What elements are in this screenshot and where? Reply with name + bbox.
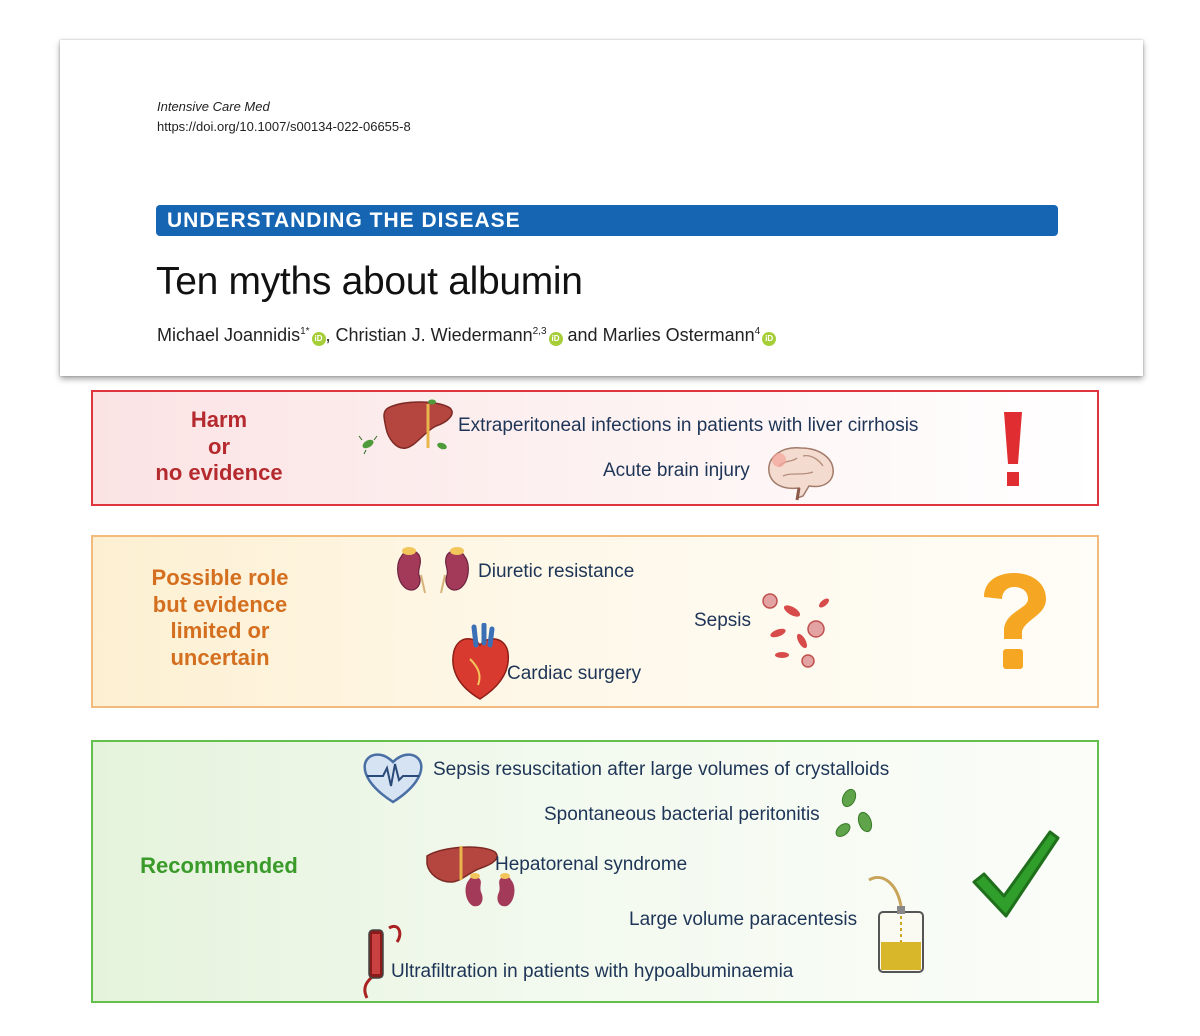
ultrafiltration-tube-icon: [363, 925, 402, 999]
article-title: Ten myths about albumin: [156, 260, 583, 303]
category-line: Recommended: [140, 853, 298, 878]
category-line: or: [208, 433, 230, 459]
author-affiliation: 1*: [300, 326, 310, 337]
category-line: Harm: [190, 407, 248, 432]
recommended-item: Large volume paracentesis: [629, 909, 858, 930]
doi-link[interactable]: https://doi.org/10.1007/s00134-022-06655…: [157, 119, 411, 134]
possible-item: Diuretic resistance: [478, 561, 635, 582]
recommended-item: Ultrafiltration in patients with hypoalb…: [391, 961, 794, 982]
author-separator: and: [562, 325, 603, 345]
author-name: Christian J. Wiedermann: [335, 325, 533, 345]
possible-item: Sepsis: [694, 610, 752, 631]
bacteria-icon: [835, 788, 873, 837]
author-separator: ,: [325, 325, 336, 345]
orcid-icon[interactable]: iD: [548, 332, 563, 346]
recommended-item: Spontaneous bacterial peritonitis: [544, 804, 820, 825]
category-line: no evidence: [155, 460, 283, 485]
possible-category-label: Possible role but evidence limited or un…: [125, 565, 315, 671]
author-affiliation: 2,3: [532, 326, 547, 337]
recommended-panel: Recommended Sepsis resuscitation after l…: [91, 740, 1099, 1003]
heart-ecg-icon: [363, 753, 423, 804]
recommended-item: Sepsis resuscitation after large volumes…: [433, 759, 890, 780]
liver-kidneys-icon: [426, 846, 515, 907]
possible-role-panel: Possible role but evidence limited or un…: [91, 535, 1099, 708]
paper-header-card: Intensive Care Med https://doi.org/10.10…: [60, 40, 1143, 376]
category-line: limited or: [170, 618, 270, 643]
recommended-category-label: Recommended: [119, 853, 319, 880]
check-icon: [972, 830, 1060, 918]
harm-item: Acute brain injury: [603, 460, 750, 481]
brain-icon: [768, 447, 834, 501]
author-affiliation: 4: [754, 326, 761, 337]
harm-category-label: Harm or no evidence: [139, 407, 299, 487]
possible-item: Cardiac surgery: [507, 663, 642, 684]
recommended-item: Hepatorenal syndrome: [495, 854, 688, 875]
heart-icon: [452, 623, 510, 700]
kidneys-icon: [397, 547, 469, 594]
orcid-icon[interactable]: iD: [311, 332, 326, 346]
category-line: Possible role: [151, 565, 289, 590]
exclamation-icon: [1004, 412, 1022, 486]
author-list: Michael Joannidis1*iD, Christian J. Wied…: [157, 325, 777, 346]
question-icon: [984, 573, 1046, 669]
category-line: but evidence: [152, 591, 288, 617]
author-name: Michael Joannidis: [157, 325, 301, 345]
liver-bacteria-icon: [358, 399, 453, 455]
orcid-icon[interactable]: iD: [762, 332, 777, 346]
journal-name: Intensive Care Med: [157, 99, 270, 114]
category-line: uncertain: [170, 644, 270, 670]
paracentesis-bag-icon: [868, 876, 924, 973]
harm-panel: Harm or no evidence Extraperitoneal infe…: [91, 390, 1099, 506]
section-banner: UNDERSTANDING THE DISEASE: [156, 205, 1058, 236]
harm-item: Extraperitoneal infections in patients w…: [458, 415, 919, 436]
bacteria-cells-icon: [762, 593, 829, 668]
author-name: Marlies Ostermann: [602, 325, 755, 345]
